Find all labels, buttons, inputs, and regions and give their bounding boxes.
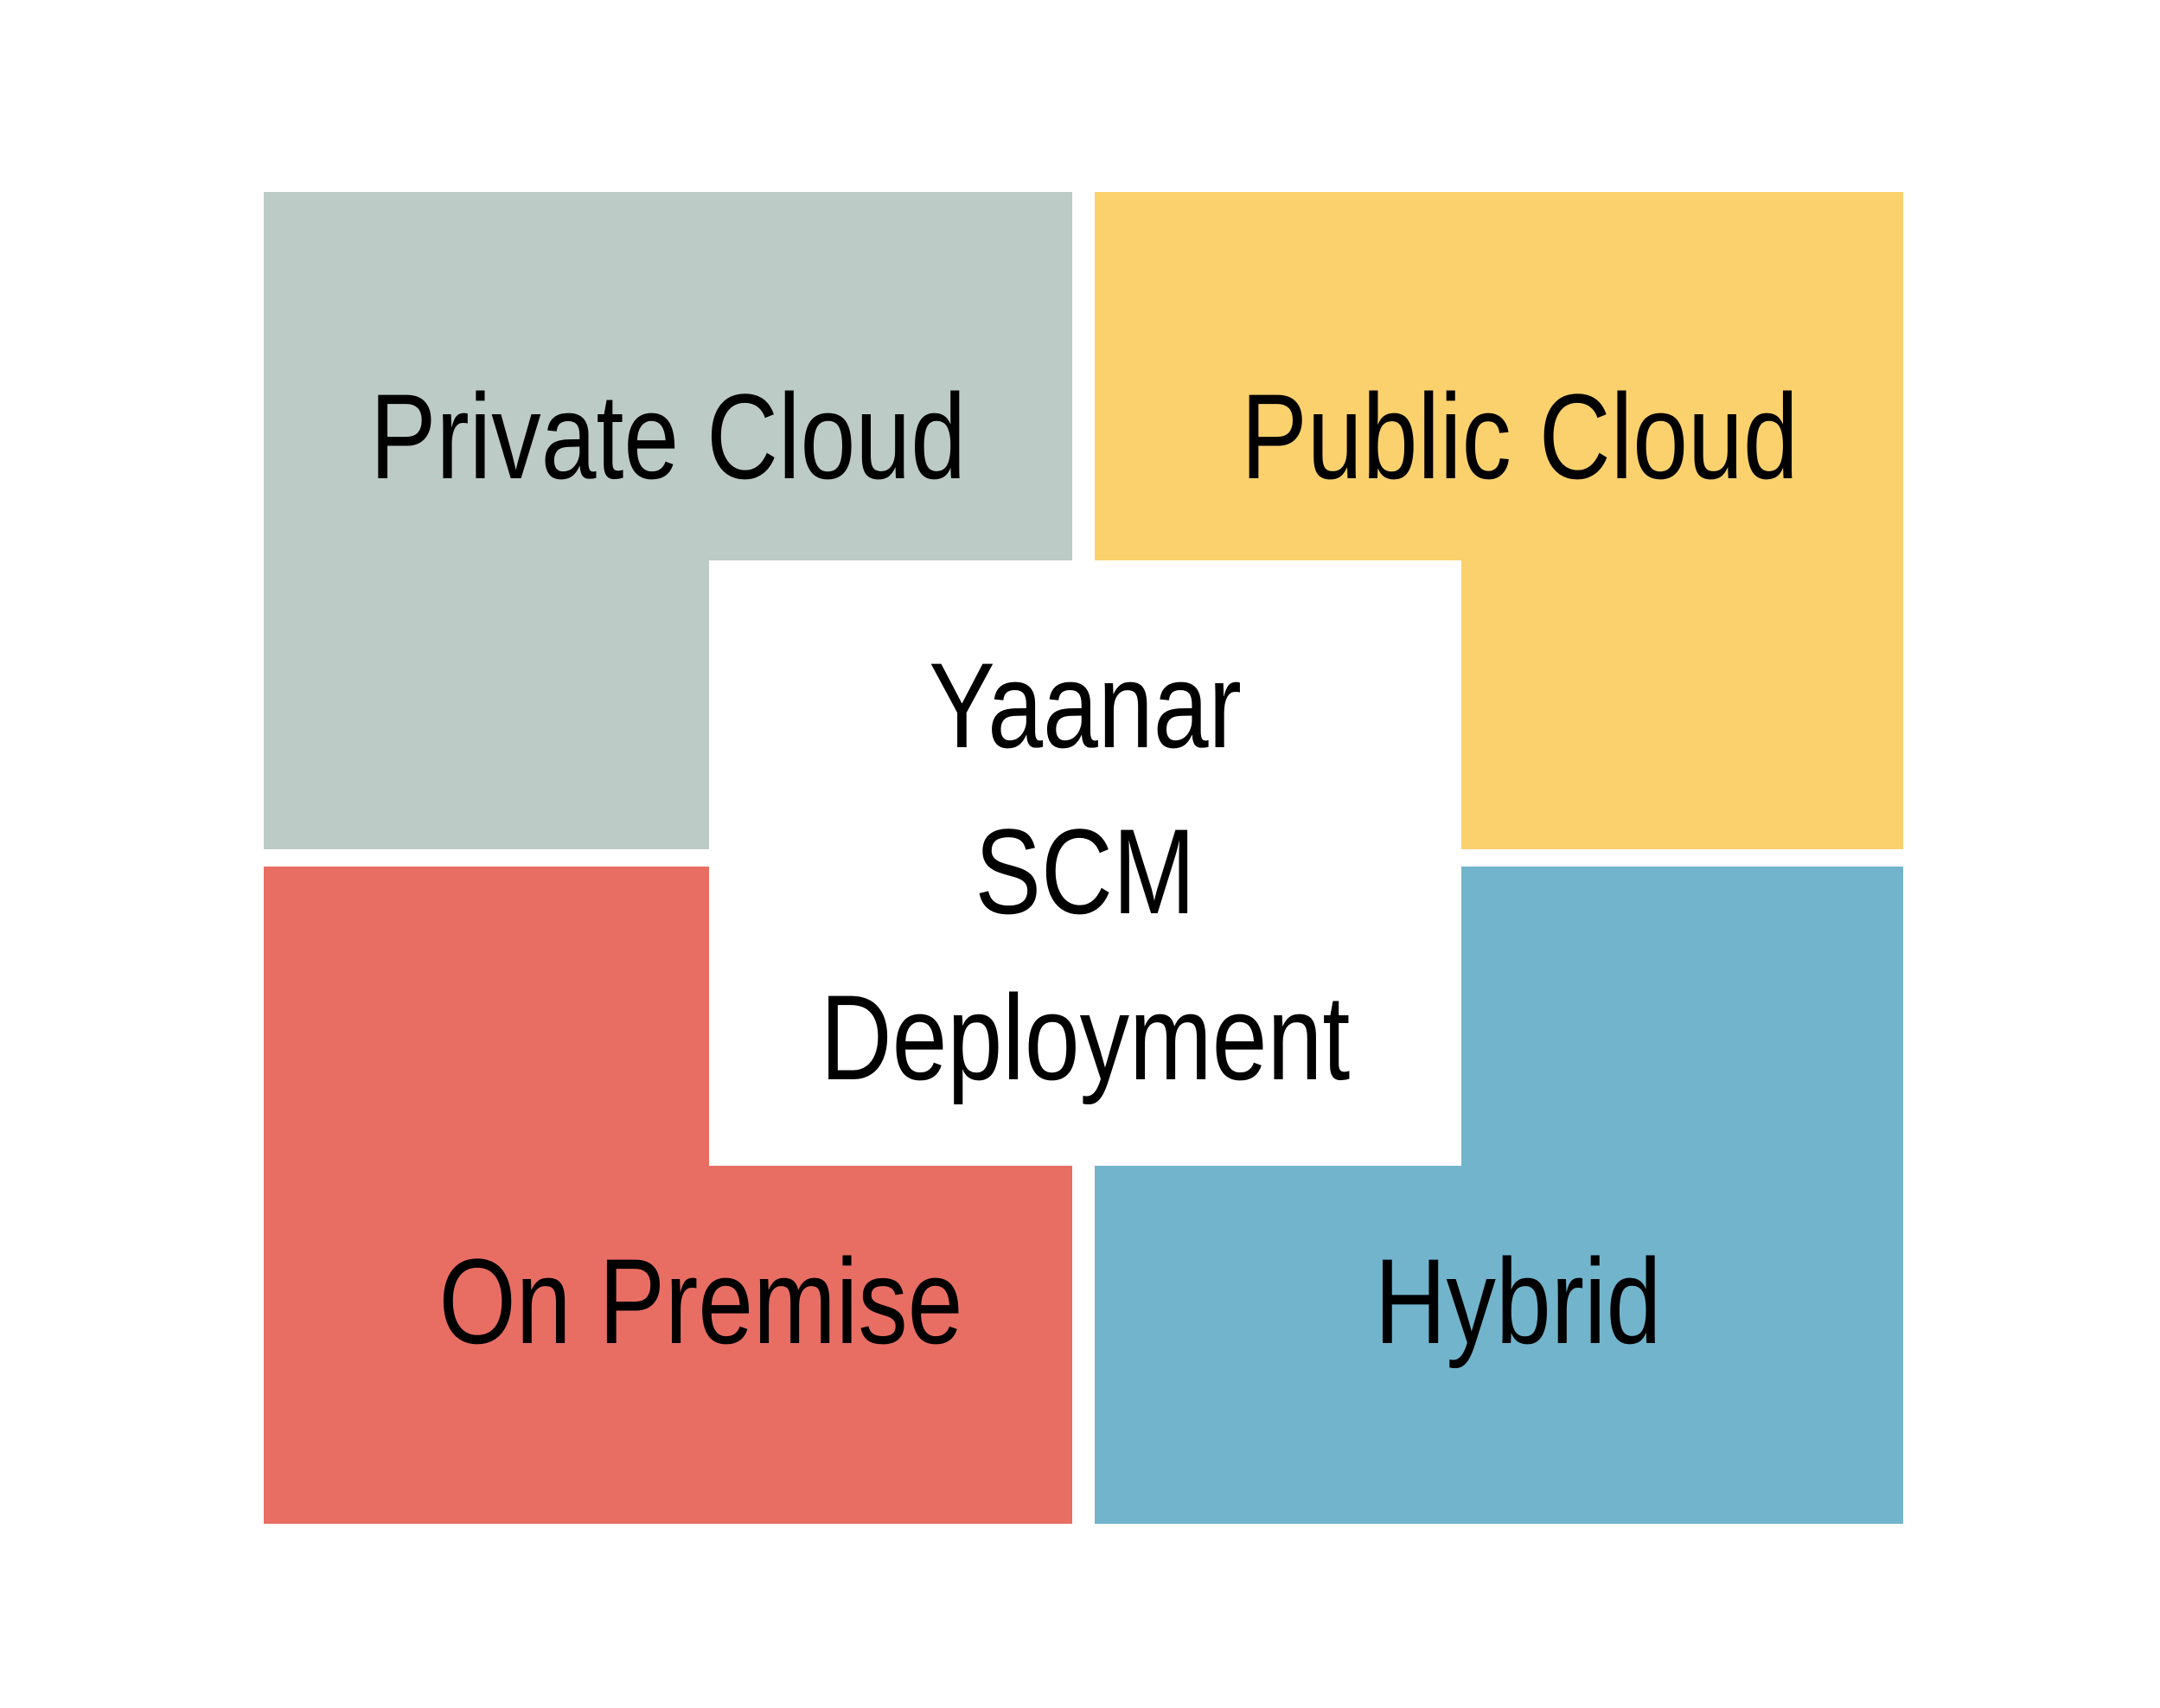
center-title: Yaanar SCM Deployment bbox=[709, 623, 1461, 1121]
center-title-line-3: Deployment bbox=[820, 969, 1351, 1105]
label-private-cloud: Private Cloud bbox=[369, 368, 967, 504]
center-title-line-2: SCM bbox=[975, 803, 1196, 939]
center-box: Yaanar SCM Deployment bbox=[709, 560, 1461, 1166]
center-title-line-1: Yaanar bbox=[929, 637, 1242, 773]
label-hybrid: Hybrid bbox=[1374, 1233, 1662, 1369]
label-public-cloud: Public Cloud bbox=[1241, 368, 1799, 504]
label-on-premise: On Premise bbox=[438, 1233, 963, 1369]
